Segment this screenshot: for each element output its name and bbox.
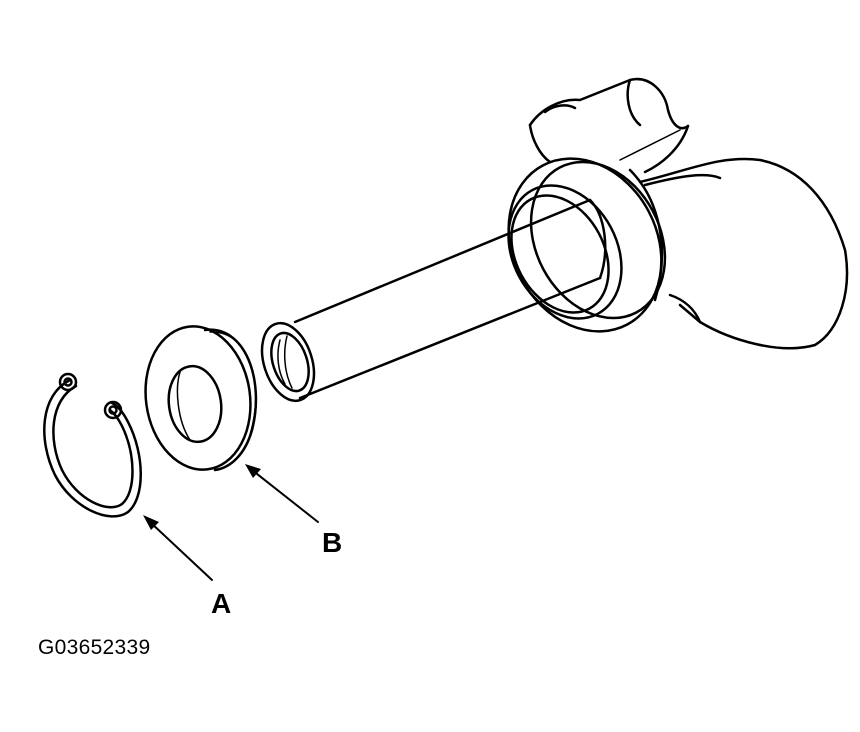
shaft <box>293 198 607 400</box>
seal-washer <box>144 325 258 472</box>
callout-label-a: A <box>211 588 232 619</box>
leader-arrow-b <box>245 464 319 523</box>
bore-flange <box>507 157 667 333</box>
leader-arrow-a <box>143 515 213 581</box>
figure-id: G03652339 <box>38 636 151 659</box>
shaft-end <box>260 321 316 403</box>
housing <box>528 77 849 350</box>
snap-ring <box>43 372 142 518</box>
callout-label-b: B <box>322 527 343 558</box>
